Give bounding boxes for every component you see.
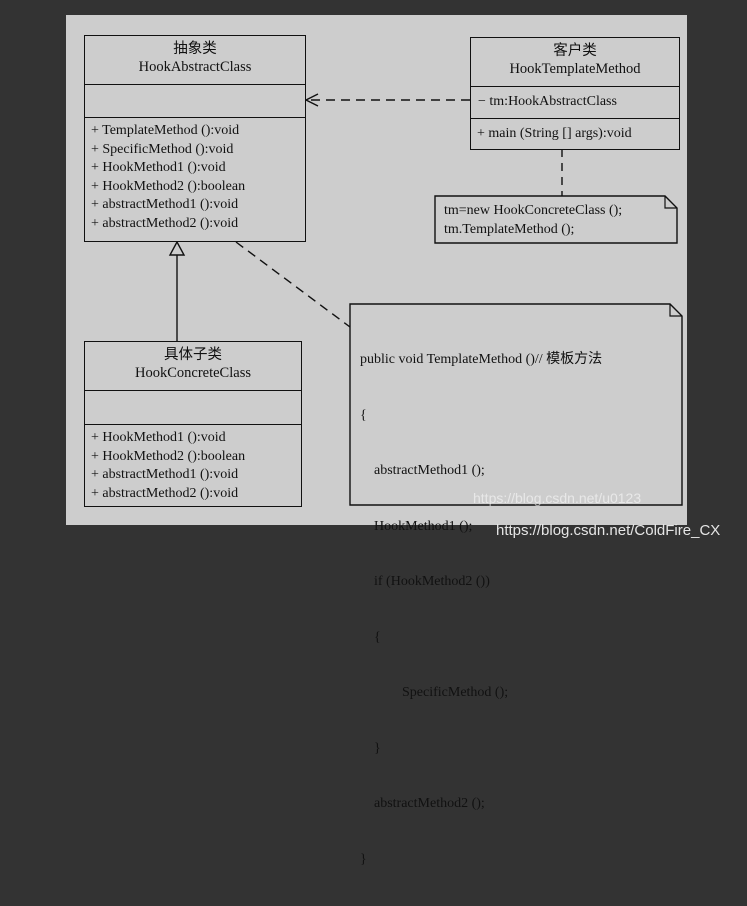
- note-line: tm=new HookConcreteClass ();: [444, 203, 623, 218]
- watermark-url: https://blog.csdn.net/ColdFire_CX: [496, 522, 721, 539]
- client-class-stereotype: 客户类: [553, 43, 597, 59]
- operation: + abstractMethod2 ():void: [91, 485, 239, 501]
- operation: + HookMethod1 ():void: [91, 430, 226, 445]
- inheritance-arrowhead: [168, 240, 186, 256]
- operation: + main (String [] args):void: [477, 126, 632, 141]
- client-class-name: HookTemplateMethod: [509, 61, 641, 77]
- code-line: }: [360, 851, 367, 867]
- client-class-box: 客户类 HookTemplateMethod − tm:HookAbstract…: [470, 37, 680, 150]
- dependency-arrowhead: [304, 93, 319, 107]
- concrete-class-header: 具体子类 HookConcreteClass: [85, 342, 301, 391]
- code-line: if (HookMethod2 ()): [360, 574, 490, 589]
- faint-watermark: https://blog.csdn.net/u0123: [473, 490, 642, 506]
- code-line: {: [360, 407, 367, 423]
- abstract-class-stereotype: 抽象类: [173, 41, 217, 57]
- operation: + HookMethod1 ():void: [91, 160, 226, 175]
- template-note-anchor: [235, 241, 351, 328]
- client-class-operations: + main (String [] args):void: [471, 119, 679, 144]
- diagram-canvas: 抽象类 HookAbstractClass + TemplateMethod (…: [66, 15, 687, 867]
- operation: + abstractMethod1 ():void: [91, 467, 239, 482]
- client-note-box: [434, 195, 678, 244]
- concrete-class-box: 具体子类 HookConcreteClass + HookMethod1 ():…: [84, 341, 302, 507]
- client-class-attributes: − tm:HookAbstractClass: [471, 87, 679, 119]
- note-line: tm.TemplateMethod ();: [444, 221, 575, 237]
- abstract-class-attributes: [85, 85, 305, 118]
- code-line: {: [360, 629, 381, 645]
- code-line: abstractMethod1 ();: [360, 463, 485, 478]
- code-line: SpecificMethod ();: [360, 685, 509, 700]
- attribute: − tm:HookAbstractClass: [478, 94, 617, 109]
- operation: + abstractMethod2 ():void: [91, 215, 239, 231]
- operation: + HookMethod2 ():boolean: [91, 178, 246, 194]
- abstract-class-name: HookAbstractClass: [138, 59, 252, 75]
- template-note-box: [349, 303, 683, 506]
- concrete-class-operations: + HookMethod1 ():void + HookMethod2 ():b…: [85, 425, 301, 503]
- code-line: abstractMethod2 ();: [360, 796, 485, 811]
- client-class-header: 客户类 HookTemplateMethod: [471, 38, 679, 87]
- code-line: HookMethod1 ();: [360, 518, 473, 534]
- concrete-class-stereotype: 具体子类: [164, 347, 222, 363]
- operation: + abstractMethod1 ():void: [91, 197, 239, 212]
- operation: + HookMethod2 ():boolean: [91, 448, 246, 464]
- operation: + SpecificMethod ():void: [91, 141, 234, 157]
- concrete-class-attributes: [85, 391, 301, 425]
- code-line: public void TemplateMethod ()// 模板方法: [360, 352, 603, 367]
- concrete-class-name: HookConcreteClass: [135, 365, 251, 381]
- code-line: }: [360, 740, 381, 756]
- abstract-class-box: 抽象类 HookAbstractClass + TemplateMethod (…: [84, 35, 306, 242]
- connectors: [168, 93, 683, 506]
- abstract-class-operations: + TemplateMethod ():void + SpecificMetho…: [85, 118, 305, 233]
- operation: + TemplateMethod ():void: [91, 123, 240, 138]
- abstract-class-header: 抽象类 HookAbstractClass: [85, 36, 305, 85]
- client-note: tm=new HookConcreteClass (); tm.Template…: [444, 202, 622, 239]
- template-method-note: public void TemplateMethod ()// 模板方法 { a…: [360, 314, 602, 906]
